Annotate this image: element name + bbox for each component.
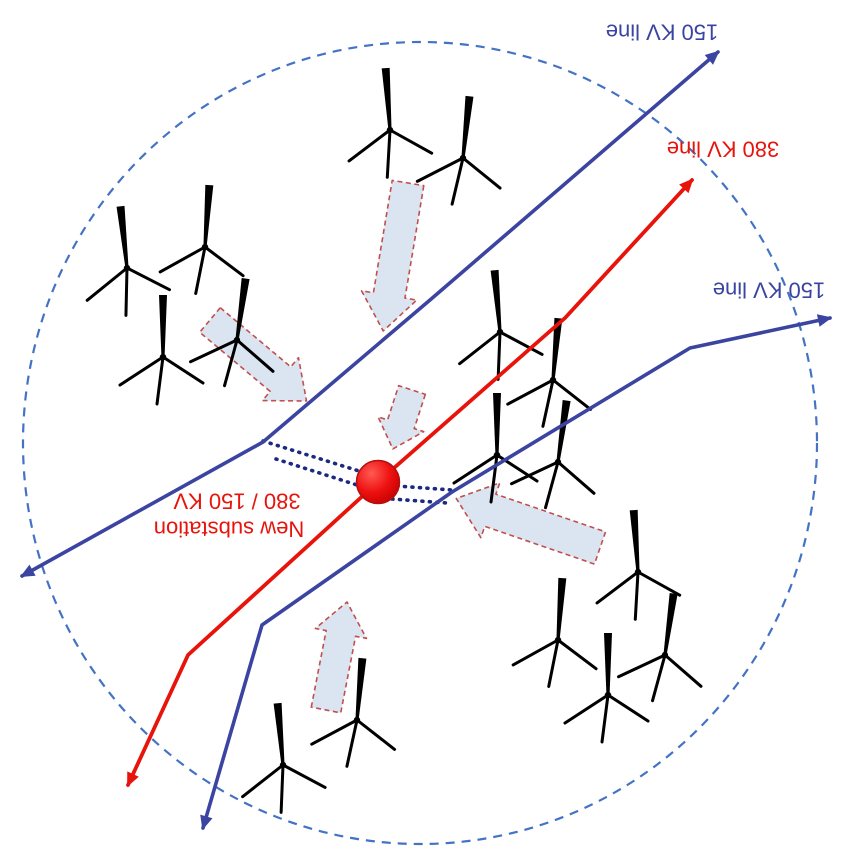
wind-turbine bbox=[76, 200, 174, 321]
label-380kv-line: 380 KV line bbox=[667, 137, 780, 162]
label-substation-name: New substation bbox=[154, 517, 304, 542]
dotted-connection bbox=[261, 439, 361, 473]
wind-turbine bbox=[233, 698, 329, 818]
flow-arrow-top bbox=[360, 179, 425, 332]
dotted-connection bbox=[274, 457, 359, 487]
label-substation-voltage: 380 / 150 KV bbox=[173, 489, 301, 514]
flow-arrow-center bbox=[377, 384, 427, 450]
wind-turbine bbox=[510, 573, 604, 692]
wind-turbine bbox=[341, 63, 435, 182]
wind-turbine bbox=[157, 180, 251, 299]
wind-turbine bbox=[118, 293, 205, 406]
flow-arrow-left bbox=[198, 306, 308, 402]
wind-turbine bbox=[563, 631, 650, 744]
wind-turbine bbox=[614, 586, 715, 709]
wind-turbine bbox=[507, 393, 608, 516]
new-substation-marker bbox=[355, 459, 401, 505]
wind-turbine bbox=[450, 265, 546, 385]
dotted-connection bbox=[395, 484, 454, 492]
label-150kv-line-lower: 150 KV line bbox=[713, 278, 826, 303]
label-150kv-line-upper: 150 KV line bbox=[606, 20, 719, 45]
flow-arrow-bottom bbox=[310, 601, 368, 714]
wind-turbine bbox=[589, 505, 683, 624]
